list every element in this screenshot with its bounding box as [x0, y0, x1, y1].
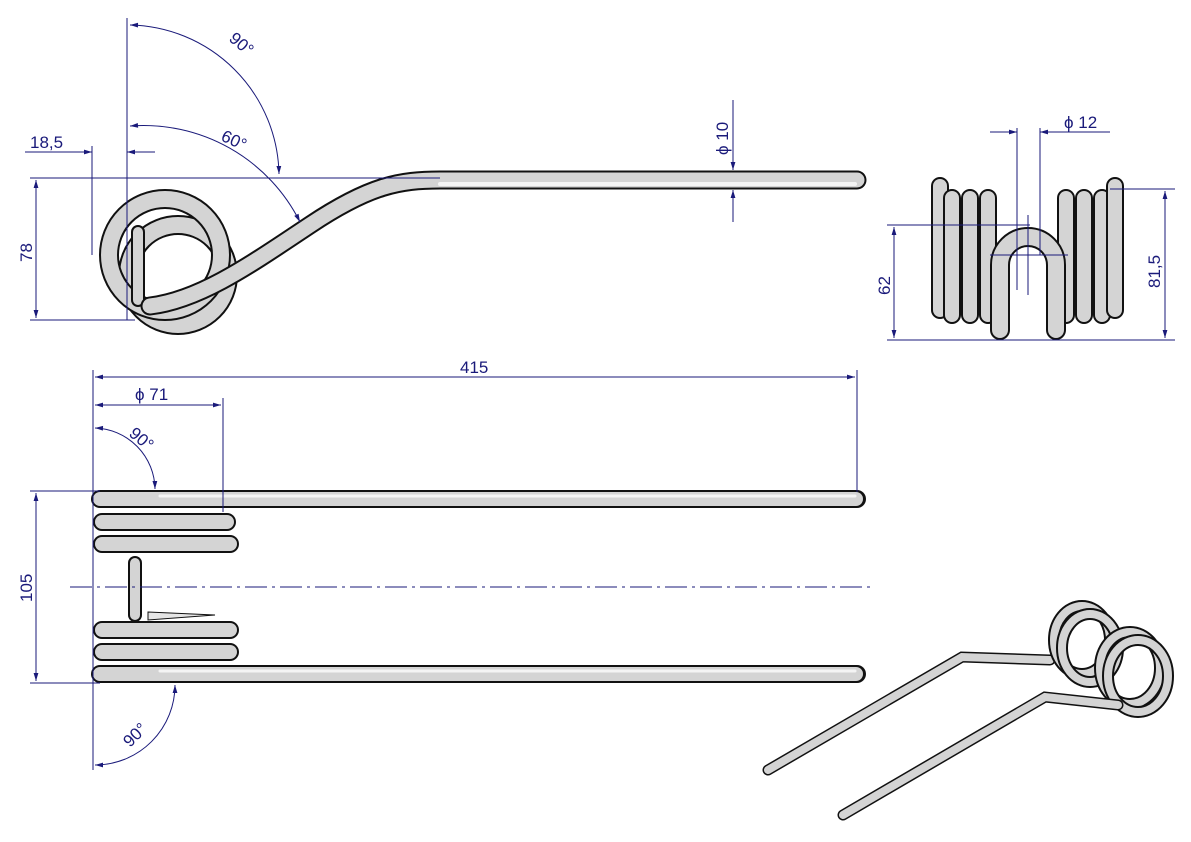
front-view-dimensions: 415 ϕ 71 90° 90° 105	[17, 358, 858, 770]
length-415-label: 415	[460, 358, 488, 377]
height-78-label: 78	[17, 243, 36, 262]
angle-60-label: 60°	[218, 126, 249, 154]
offset-18-5-label: 18,5	[30, 133, 63, 152]
coil-diameter-label: ϕ 71	[135, 385, 168, 404]
top-view-part	[99, 170, 867, 335]
inner-height-62-label: 62	[875, 276, 894, 295]
outer-height-81-5-label: 81,5	[1145, 255, 1164, 288]
side-view: ϕ 12 62 81,5	[875, 113, 1175, 341]
front-view: 415 ϕ 71 90° 90° 105	[17, 358, 870, 770]
wire-diameter-label: ϕ 10	[713, 122, 732, 155]
bend-diameter-label: ϕ 12	[1064, 113, 1097, 132]
angle-top-90-label: 90°	[125, 424, 157, 455]
width-105-label: 105	[17, 574, 36, 602]
isometric-view	[762, 600, 1174, 821]
side-view-dimensions: ϕ 12 62 81,5	[875, 113, 1175, 341]
front-view-part	[70, 490, 870, 683]
top-view: 90° 60° 18,5 78 ϕ 10	[17, 18, 867, 335]
angle-90-label: 90°	[225, 29, 257, 60]
